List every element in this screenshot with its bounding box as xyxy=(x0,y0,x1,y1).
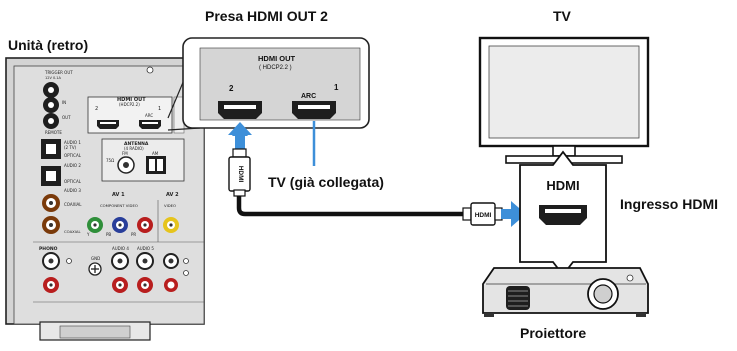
rp-antenna: ANTENNA xyxy=(124,141,149,147)
audio5-l-jack xyxy=(136,252,154,270)
optical-2-jack xyxy=(41,166,61,186)
zoom-hdmi-out-title: HDMI OUT xyxy=(258,54,295,63)
insert-arrow-right-head xyxy=(511,201,526,227)
optical-1-jack xyxy=(41,139,61,159)
remote-in-jack xyxy=(43,97,59,113)
rp-optical1: OPTICAL xyxy=(64,153,82,158)
antenna-panel xyxy=(101,138,185,182)
rp-port-1: 1 xyxy=(158,106,161,112)
rp-fm: FM xyxy=(122,151,128,156)
projector-hdmi-callout: HDMI xyxy=(519,150,607,277)
small-hdmi-port-1 xyxy=(139,120,161,129)
tv-connected-label: TV (già collegata) xyxy=(268,174,384,190)
zoom-hdcp-subtitle: ( HDCP2.2 ) xyxy=(259,65,292,71)
rp-coaxial-av: COAXIAL xyxy=(64,229,81,234)
av1-coaxial-jack xyxy=(42,216,60,234)
hdmi-cable: HDMI HDMI xyxy=(228,148,503,226)
am-antenna-terminal xyxy=(146,156,166,174)
hdmi-out2-jack-label: Presa HDMI OUT 2 xyxy=(205,8,328,24)
audio4-r-jack xyxy=(112,277,128,293)
rp-pr: PR xyxy=(131,232,136,237)
audio4-l-jack xyxy=(111,252,129,270)
phono-l-jack xyxy=(42,252,60,270)
remote-out-jack xyxy=(43,113,59,129)
zoom-port-1-label: 1 xyxy=(334,83,339,92)
coaxial-3-jack xyxy=(42,194,60,212)
rp-av2: AV 2 xyxy=(166,192,179,198)
hdmi-plug-vertical: HDMI xyxy=(228,148,251,197)
rp-optical2: OPTICAL xyxy=(64,179,82,184)
hdmi-out-1-port xyxy=(292,101,336,119)
component-y-jack xyxy=(87,217,103,233)
hdmi-out-2-port xyxy=(218,101,262,119)
rp-tsd: 75Ω xyxy=(106,158,114,163)
phono-r-jack xyxy=(43,277,59,293)
zoom-port-2-label: 2 xyxy=(229,84,234,93)
rp-trigger-out: TRIGGER OUT xyxy=(44,70,73,75)
tv-label: TV xyxy=(553,8,571,24)
rp-audio2: AUDIO 2 xyxy=(64,163,81,168)
projector-label: Proiettore xyxy=(520,325,587,341)
rp-audio4: AUDIO 4 xyxy=(112,246,129,251)
rp-coaxial3: COAXIAL xyxy=(64,202,82,207)
component-pr-jack xyxy=(137,217,153,233)
hdmi-input-label: Ingresso HDMI xyxy=(620,196,719,212)
trigger-out-jack xyxy=(43,82,59,98)
rp-y: Y xyxy=(86,232,90,237)
unit-rear-label: Unità (retro) xyxy=(8,37,89,53)
video-jack xyxy=(163,217,179,233)
plug-hdmi-label-horizontal: HDMI xyxy=(475,212,492,219)
rp-audio1: AUDIO 1 xyxy=(64,140,81,145)
side-audio-l-jack xyxy=(163,253,179,269)
rp-hdcp: (HDCP2.2) xyxy=(119,102,140,107)
rp-gnd: GND xyxy=(91,256,100,261)
rp-ir-in: IN xyxy=(62,100,66,105)
rp-hdmi-out: HDMI OUT xyxy=(117,97,146,103)
rp-pb: PB xyxy=(106,232,111,237)
side-audio-r-jack xyxy=(164,278,178,292)
rp-port-2: 2 xyxy=(95,106,98,112)
rp-av1: AV 1 xyxy=(112,192,125,198)
projector-hdmi-input-port xyxy=(539,205,587,225)
projector-icon xyxy=(482,267,649,317)
rp-audio3: AUDIO 3 xyxy=(64,188,81,193)
plug-hdmi-label-vertical: HDMI xyxy=(237,166,244,183)
zoom-arc-label: ARC xyxy=(301,93,316,100)
rp-am: AM xyxy=(152,151,159,156)
rp-component: COMPONENT VIDEO xyxy=(100,203,138,208)
projector-callout-hdmi-label: HDMI xyxy=(546,178,579,193)
rp-trigger-spec: 12V 0.1A xyxy=(45,76,62,80)
unit-rear-panel: TRIGGER OUT 12V 0.1A IN OUT REMOTE HDMI … xyxy=(5,57,205,341)
insert-arrow-right-shaft xyxy=(501,209,514,219)
rp-audio5: AUDIO 5 xyxy=(137,246,154,251)
rp-remote: REMOTE xyxy=(45,130,62,135)
rp-antenna-sub: (4 RADIO) xyxy=(124,146,144,151)
rp-arc: ARC xyxy=(145,113,153,118)
tv-icon xyxy=(478,36,650,164)
fm-antenna-jack xyxy=(117,156,135,174)
audio5-r-jack xyxy=(137,277,153,293)
hdmi-plug-horizontal: HDMI xyxy=(462,202,503,226)
rp-audio1-sub: (2 TV) xyxy=(64,145,77,150)
small-hdmi-port-2 xyxy=(97,120,119,129)
rp-ir-out: OUT xyxy=(62,115,71,120)
hdmi-zoom-callout: HDMI OUT ( HDCP2.2 ) 2 1 ARC xyxy=(167,37,370,131)
insert-arrow-up-shaft xyxy=(235,132,245,150)
rp-video: VIDEO xyxy=(164,203,176,208)
gnd-terminal xyxy=(88,262,102,276)
insert-arrow-up-head xyxy=(228,122,252,135)
component-pb-jack xyxy=(112,217,128,233)
rp-phono: PHONO xyxy=(39,246,58,252)
